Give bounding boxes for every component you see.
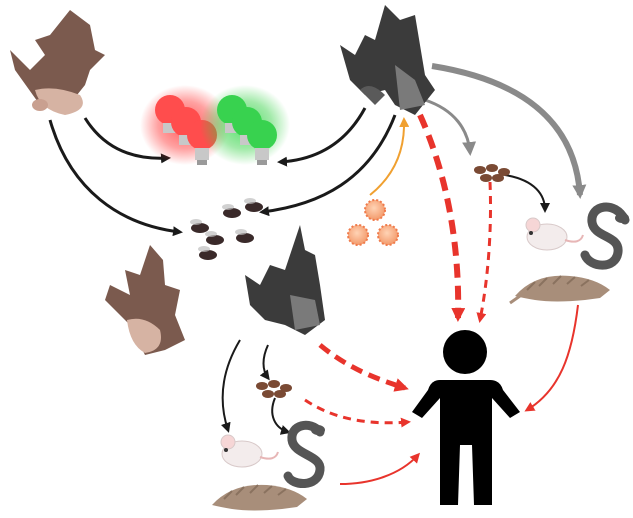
edge-guano-left-to-snake bbox=[272, 398, 288, 432]
viruses-icon bbox=[348, 200, 398, 245]
fly bbox=[244, 198, 263, 212]
pangolin-right-icon bbox=[510, 276, 610, 303]
edge-guano-to-mouse bbox=[505, 175, 545, 210]
mouse-right-icon bbox=[526, 218, 583, 250]
edge-dark-bat-to-human bbox=[420, 115, 458, 318]
dark-bat-top-icon bbox=[340, 5, 435, 115]
edge-dark-bat-bottom-to-mouse bbox=[223, 340, 240, 430]
virus bbox=[348, 225, 368, 245]
fly bbox=[198, 246, 217, 260]
snake-left-icon bbox=[288, 425, 325, 484]
edge-guano-to-human bbox=[480, 182, 491, 320]
edge-guano-left-to-human bbox=[305, 400, 408, 423]
mouse-left-icon bbox=[221, 435, 278, 467]
snake-right-icon bbox=[585, 207, 629, 265]
fly bbox=[205, 231, 224, 245]
green-bulbs-icon bbox=[200, 85, 290, 165]
human-icon bbox=[412, 330, 520, 505]
fly bbox=[222, 204, 241, 218]
edge-pangolin-to-human bbox=[527, 305, 578, 410]
pangolin-left-icon bbox=[212, 485, 307, 511]
dark-bat-bottom-icon bbox=[245, 225, 325, 335]
fly bbox=[235, 229, 254, 243]
brown-bat-bottom-icon bbox=[105, 245, 185, 355]
edge-dark-bat-bottom-to-guano bbox=[264, 345, 269, 378]
edge-dark-bat-to-green-bulbs bbox=[280, 108, 365, 162]
edge-dark-bat-bottom-to-human bbox=[320, 345, 405, 388]
brown-bat-top-icon bbox=[10, 10, 105, 115]
guano-right-icon bbox=[474, 164, 510, 182]
flies-icon bbox=[190, 198, 263, 260]
virus bbox=[378, 225, 398, 245]
edge-snake-left-to-human bbox=[340, 455, 418, 484]
guano-left-icon bbox=[256, 380, 292, 398]
fly bbox=[190, 219, 209, 233]
virus bbox=[365, 200, 385, 220]
